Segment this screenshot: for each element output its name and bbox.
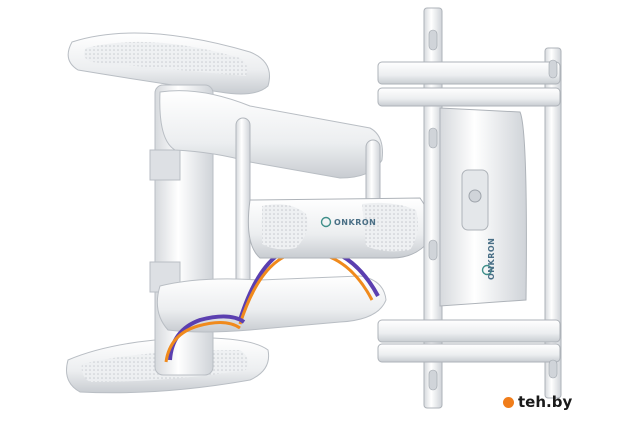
upper-wall-pad bbox=[67, 32, 270, 95]
plate-logo-icon bbox=[481, 264, 493, 276]
tv-bracket: ONKRON bbox=[377, 7, 562, 409]
plate-brand-label: ONKRON bbox=[487, 238, 496, 280]
watermark-text: teh.by bbox=[518, 393, 573, 411]
watermark-dot-icon bbox=[503, 396, 514, 408]
pivot-housing: ONKRON bbox=[247, 197, 431, 259]
brand-logo-icon bbox=[320, 216, 332, 228]
arm-brand-label: ONKRON bbox=[334, 218, 376, 227]
site-watermark: teh.by bbox=[503, 393, 572, 411]
